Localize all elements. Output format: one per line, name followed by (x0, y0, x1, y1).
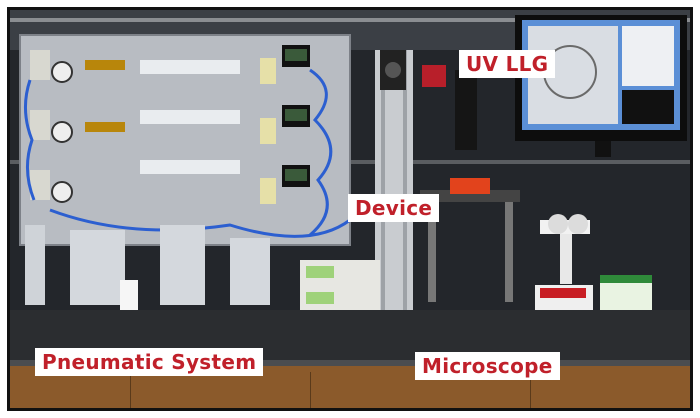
device-stage (420, 178, 520, 302)
pneumatic-system-label: Pneumatic System (35, 348, 264, 376)
monitor (515, 15, 687, 157)
uv-llg-label: UV LLG (459, 50, 556, 78)
pneumatic-panel (19, 34, 351, 246)
microscope-label: Microscope (415, 352, 560, 380)
photo-frame: UV LLG Device Pneumatic System Microscop… (7, 7, 693, 411)
device-label: Device (348, 194, 440, 222)
